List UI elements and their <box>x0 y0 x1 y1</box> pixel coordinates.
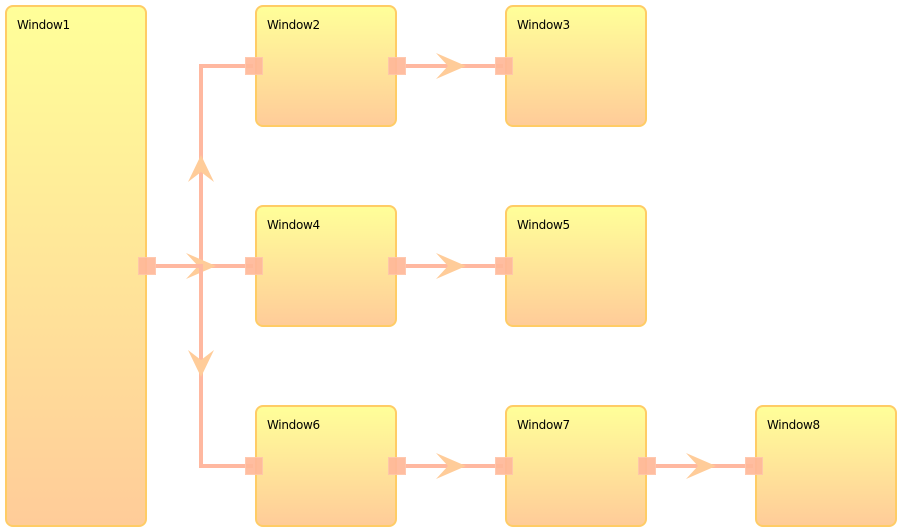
connector-window1-to-window2[interactable] <box>155 64 253 268</box>
port-window4-in[interactable] <box>245 257 263 275</box>
connector-window4-to-window5[interactable] <box>405 253 503 279</box>
port-window6-in[interactable] <box>245 457 263 475</box>
port-window7-in[interactable] <box>495 457 513 475</box>
connector-window2-to-window3[interactable] <box>405 53 503 79</box>
arrowhead-right <box>436 453 466 479</box>
arrowhead-right <box>436 53 466 79</box>
window-node-8[interactable]: Window8 <box>755 405 897 527</box>
connector-window7-to-window8[interactable] <box>655 453 753 479</box>
port-window2-in[interactable] <box>245 57 263 75</box>
port-window4-out[interactable] <box>388 257 406 275</box>
window-node-2[interactable]: Window2 <box>255 5 397 127</box>
connector-window1-to-window4[interactable] <box>155 253 253 279</box>
port-window7-out[interactable] <box>638 457 656 475</box>
connector-window6-to-window7[interactable] <box>405 453 503 479</box>
window-node-1[interactable]: Window1 <box>5 5 147 527</box>
window-title: Window1 <box>17 18 70 32</box>
window-node-5[interactable]: Window5 <box>505 205 647 327</box>
port-window5-in[interactable] <box>495 257 513 275</box>
window-title: Window7 <box>517 418 570 432</box>
arrowhead-right <box>436 253 466 279</box>
port-window6-out[interactable] <box>388 457 406 475</box>
window-node-4[interactable]: Window4 <box>255 205 397 327</box>
arrowhead-right <box>686 453 716 479</box>
window-title: Window5 <box>517 218 570 232</box>
arrowhead-down <box>188 350 214 377</box>
connector-window1-to-window6[interactable] <box>155 264 253 468</box>
port-window3-in[interactable] <box>495 57 513 75</box>
port-window1-out[interactable] <box>138 257 156 275</box>
window-node-6[interactable]: Window6 <box>255 405 397 527</box>
arrowhead-up <box>188 155 214 182</box>
window-node-7[interactable]: Window7 <box>505 405 647 527</box>
window-title: Window4 <box>267 218 320 232</box>
window-title: Window3 <box>517 18 570 32</box>
window-title: Window6 <box>267 418 320 432</box>
window-title: Window8 <box>767 418 820 432</box>
arrowhead-right <box>186 253 216 279</box>
port-window8-in[interactable] <box>745 457 763 475</box>
window-node-3[interactable]: Window3 <box>505 5 647 127</box>
port-window2-out[interactable] <box>388 57 406 75</box>
window-title: Window2 <box>267 18 320 32</box>
